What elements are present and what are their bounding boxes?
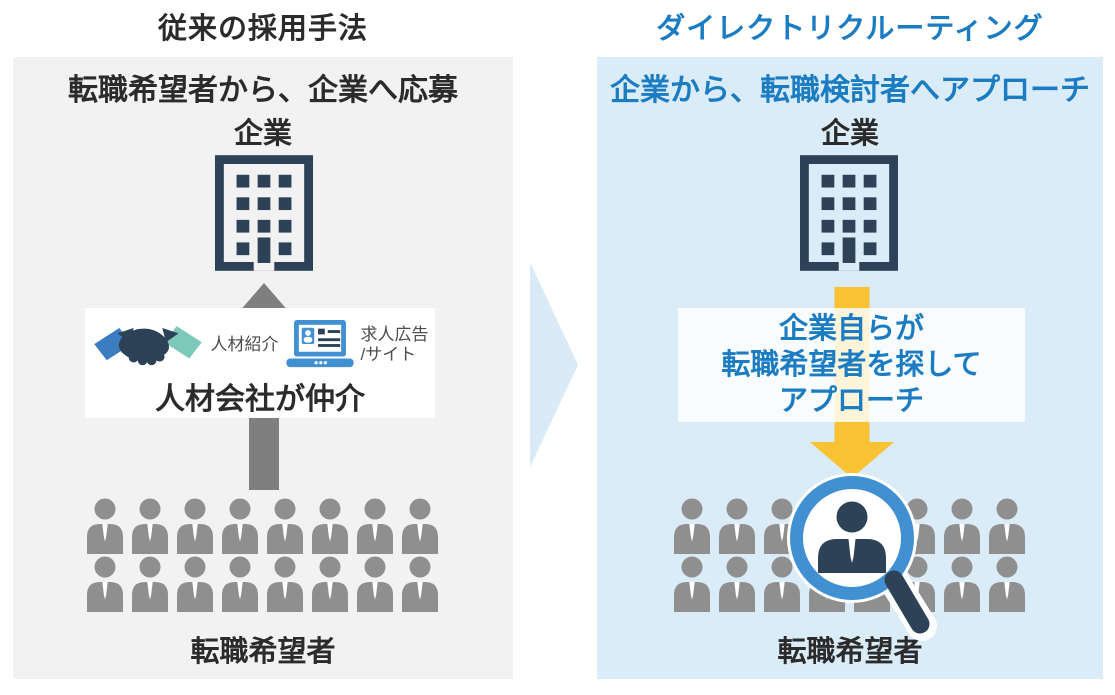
person-icon	[944, 498, 980, 554]
person-icon	[177, 498, 213, 554]
person-icon	[357, 556, 393, 612]
person-icon	[132, 498, 168, 554]
traditional-subtitle: 転職希望者から、企業へ応募	[68, 74, 458, 107]
building-icon	[215, 155, 313, 271]
company-label: 企業	[233, 118, 292, 150]
person-icon	[267, 556, 303, 612]
job-seekers-grid	[85, 498, 440, 614]
transition-arrow-icon	[530, 262, 578, 467]
person-icon	[222, 498, 258, 554]
mediator-caption: 人材会社が仲介	[155, 383, 365, 416]
magnifier-candidate-icon	[787, 473, 937, 641]
building-icon	[800, 155, 898, 271]
approach-text-line1: 企業自らが	[778, 313, 924, 345]
traditional-method-title: 従来の採用手法	[157, 13, 368, 45]
person-icon	[357, 498, 393, 554]
person-icon	[719, 556, 755, 612]
people-row	[85, 556, 440, 612]
person-icon	[674, 498, 710, 554]
person-icon	[402, 498, 438, 554]
handshake-icon	[93, 326, 202, 366]
job-ad-label: 求人広告 /サイト	[360, 325, 429, 364]
person-icon	[312, 498, 348, 554]
mediator-box: 人材紹介 求人広告 /サイト	[85, 308, 435, 418]
person-icon	[267, 498, 303, 554]
direct-recruiting-title: ダイレクトリクルーティング	[656, 13, 1044, 45]
person-icon	[222, 556, 258, 612]
person-icon	[87, 498, 123, 554]
job-site-laptop-icon	[285, 320, 354, 368]
person-icon	[402, 556, 438, 612]
company-label: 企業	[820, 118, 879, 150]
person-icon	[132, 556, 168, 612]
approach-text-line3: アプローチ	[778, 385, 924, 417]
direct-recruiting-panel: 企業から、転職検討者へアプローチ 企業 企業自らが 転職希望者を探して アプロー…	[597, 57, 1103, 679]
person-icon	[87, 556, 123, 612]
person-icon	[177, 556, 213, 612]
people-row	[85, 498, 440, 554]
person-icon	[719, 498, 755, 554]
person-icon	[989, 498, 1025, 554]
direct-subtitle: 企業から、転職検討者へアプローチ	[610, 74, 1090, 107]
job-seekers-label: 転職希望者	[190, 636, 336, 668]
job-seekers-label: 転職希望者	[777, 636, 923, 668]
person-icon	[944, 556, 980, 612]
approach-box: 企業自らが 転職希望者を探して アプローチ	[678, 308, 1025, 422]
person-icon	[764, 556, 800, 612]
traditional-method-panel: 転職希望者から、企業へ応募 企業	[13, 57, 513, 679]
person-icon	[989, 556, 1025, 612]
person-icon	[674, 556, 710, 612]
approach-text-line2: 転職希望者を探して	[721, 349, 982, 381]
referral-label: 人材紹介	[210, 335, 279, 354]
person-icon	[312, 556, 348, 612]
